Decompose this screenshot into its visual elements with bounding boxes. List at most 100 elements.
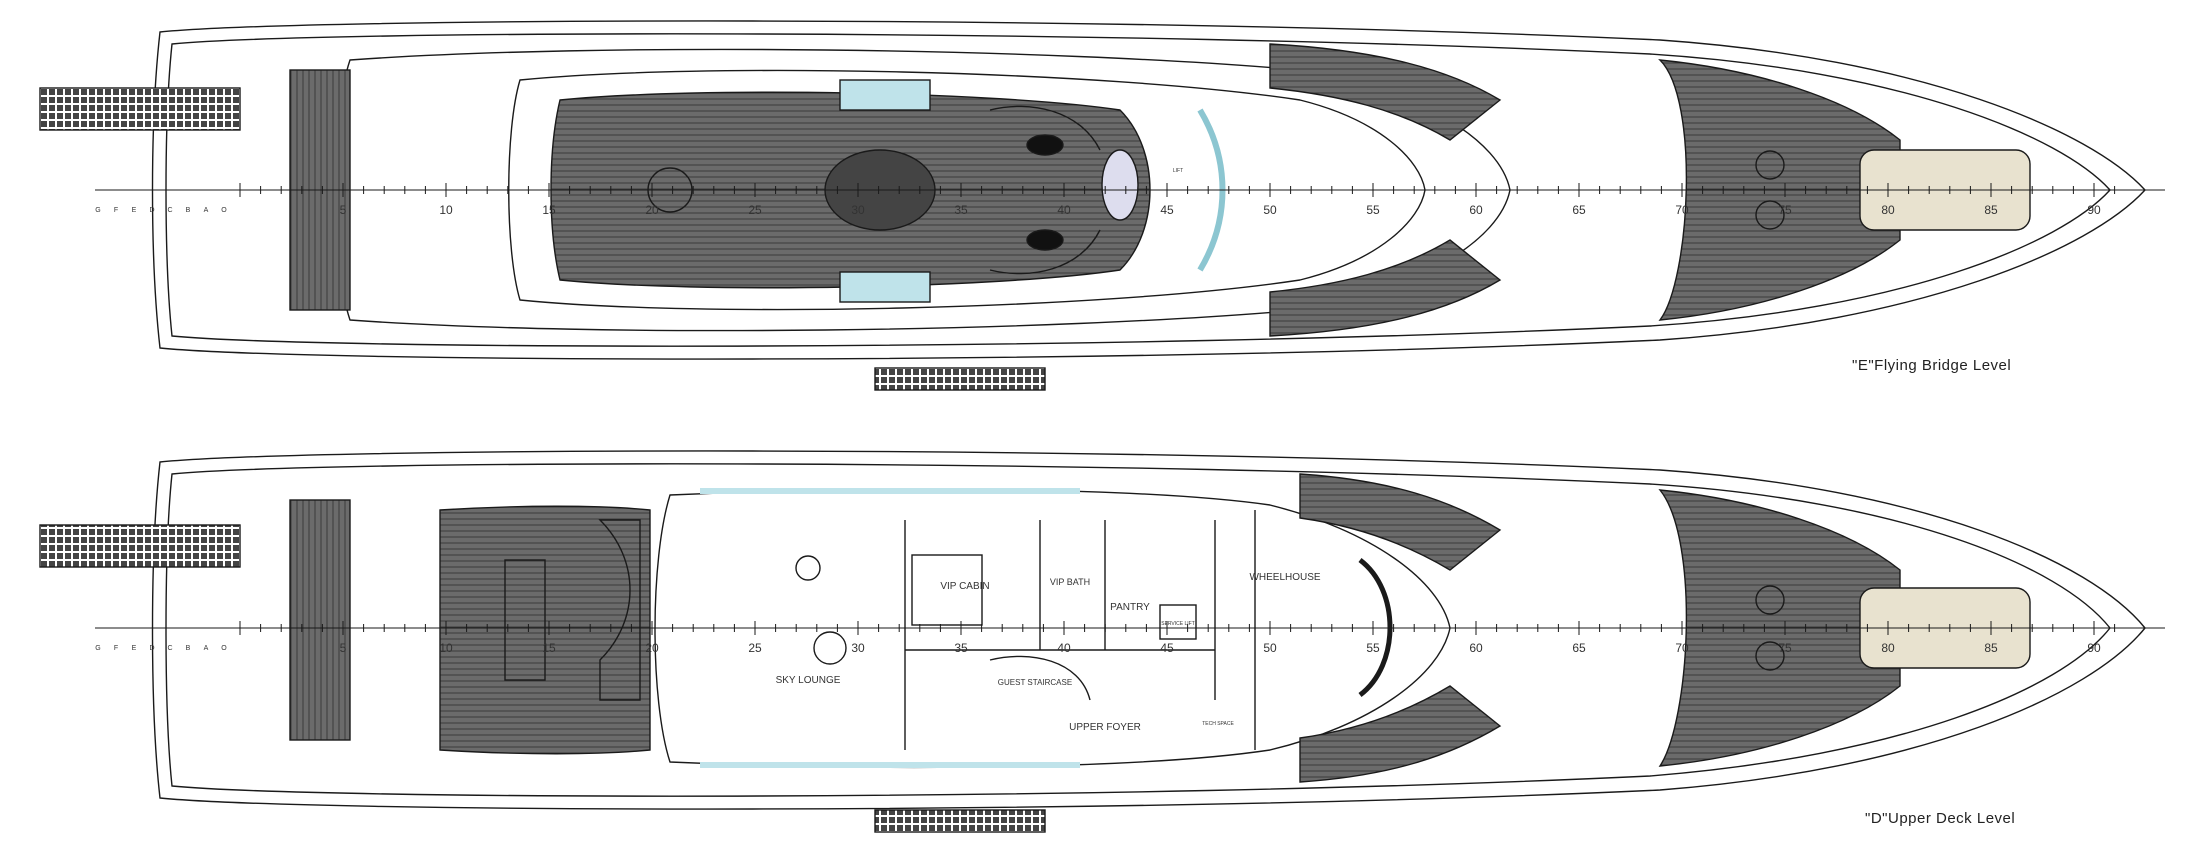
aft-station-label: C xyxy=(167,645,172,652)
frame-station-label: 25 xyxy=(748,641,762,655)
frame-station-label: 5 xyxy=(340,641,347,655)
aft-station-label: O xyxy=(221,207,227,214)
frame-station-label: 70 xyxy=(1675,641,1689,655)
frame-station-label: 30 xyxy=(851,203,865,217)
aft-stair-teak xyxy=(598,519,641,701)
foredeck-teak-port xyxy=(1299,473,1502,571)
frame-station-label: 20 xyxy=(645,203,659,217)
sundeck-outline xyxy=(508,69,1426,311)
aft-station-label: E xyxy=(132,645,137,652)
frame-station-label: 55 xyxy=(1366,641,1380,655)
frame-station-label: 35 xyxy=(954,203,968,217)
frame-station-label: 85 xyxy=(1984,203,1998,217)
glass-panel-port xyxy=(839,79,931,111)
frame-station-label: 80 xyxy=(1881,641,1895,655)
room-label-vip-cabin: VIP CABIN xyxy=(940,581,989,592)
frame-station-label: 30 xyxy=(851,641,865,655)
flying-bridge-level-plan: G F E D C B A O 5 10 15 20 25 30 35 40 45 50 55 60 65 70 75 80 8… xyxy=(39,20,2165,391)
foredeck-teak-port xyxy=(1269,43,1502,141)
frame-station-label: 90 xyxy=(2087,203,2101,217)
hull-outline xyxy=(151,450,2146,810)
aft-gangway xyxy=(39,524,241,568)
frame-ticks: G F E D C B A O 5 10 15 20 25 30 35 40 45 50 55 60 65 70 75 80 8… xyxy=(95,183,2116,217)
curved-sofa-stbd xyxy=(989,229,1101,275)
frame-station-label: 50 xyxy=(1263,203,1277,217)
aft-station-label: A xyxy=(204,207,209,214)
vip-bed xyxy=(911,554,983,626)
frame-station-label: 55 xyxy=(1366,203,1380,217)
frame-station-label: 20 xyxy=(645,641,659,655)
superstructure-outline xyxy=(654,488,1451,769)
windlass-port xyxy=(1755,585,1785,615)
service-lift xyxy=(1159,604,1197,640)
aft-teak-deck xyxy=(289,499,351,741)
frame-station-label: 65 xyxy=(1572,203,1586,217)
frame-station-label: 80 xyxy=(1881,203,1895,217)
frame-station-label: 25 xyxy=(748,203,762,217)
lounge-coffee-table xyxy=(795,555,821,581)
aft-station-label: E xyxy=(132,207,137,214)
side-boarding-ladder xyxy=(874,809,1046,833)
windlass-stbd xyxy=(1755,641,1785,671)
aft-station-label: D xyxy=(149,207,154,214)
frame-station-label: 40 xyxy=(1057,203,1071,217)
frame-station-label: 10 xyxy=(439,203,453,217)
foredeck-teak-stbd xyxy=(1269,239,1502,337)
glass-wall-port xyxy=(700,488,1080,494)
frame-station-label: 75 xyxy=(1778,641,1792,655)
room-label-service-lift: SERVICE LIFT xyxy=(1161,621,1195,627)
aft-station-label: G xyxy=(95,207,100,214)
jacuzzi xyxy=(1101,149,1139,221)
side-boarding-ladder xyxy=(874,367,1046,391)
frame-station-label: 70 xyxy=(1675,203,1689,217)
windlass-stbd xyxy=(1755,200,1785,230)
frame-station-label: 50 xyxy=(1263,641,1277,655)
frame-station-label: 85 xyxy=(1984,641,1998,655)
aft-station-label: B xyxy=(186,645,191,652)
frame-station-label: 75 xyxy=(1778,203,1792,217)
frame-station-label: 90 xyxy=(2087,641,2101,655)
aft-station-label: C xyxy=(167,207,172,214)
frame-station-label: 60 xyxy=(1469,203,1483,217)
aft-station-label: F xyxy=(114,645,118,652)
foredeck-teak-stbd xyxy=(1299,685,1502,783)
glass-wall-stbd xyxy=(700,762,1080,768)
room-label-vip-bath: VIP BATH xyxy=(1050,577,1090,587)
aft-station-label: G xyxy=(95,645,100,652)
aft-station-label: F xyxy=(114,207,118,214)
curved-sofa-port xyxy=(989,105,1101,151)
aft-station-label: D xyxy=(149,645,154,652)
room-label-sky-lounge: SKY LOUNGE xyxy=(776,675,841,686)
flying-bridge-level-title: "E"Flying Bridge Level xyxy=(1852,357,2012,374)
aft-seating-grid xyxy=(504,559,546,681)
aft-station-label: O xyxy=(221,645,227,652)
port-table xyxy=(1026,134,1064,156)
frame-station-label: 15 xyxy=(542,203,556,217)
room-label-guest-staircase: GUEST STAIRCASE xyxy=(998,678,1072,687)
room-label-tech-space: TECH SPACE xyxy=(1202,721,1234,727)
hull-inner-line xyxy=(165,463,2111,797)
frame-station-label: 60 xyxy=(1469,641,1483,655)
hull-outline xyxy=(151,20,2146,360)
frame-station-label: 45 xyxy=(1160,641,1174,655)
frame-station-label: 10 xyxy=(439,641,453,655)
hull-inner-line xyxy=(165,33,2111,347)
frame-station-label: 40 xyxy=(1057,641,1071,655)
upper-deck-level-title: "D"Upper Deck Level xyxy=(1865,810,2016,827)
frame-station-label: 5 xyxy=(340,203,347,217)
aft-gangway xyxy=(39,87,241,131)
frame-station-label: 45 xyxy=(1160,203,1174,217)
frame-station-label: 15 xyxy=(542,641,556,655)
stbd-table xyxy=(1026,229,1064,251)
glass-panel-stbd xyxy=(839,271,931,303)
room-label-wheelhouse: WHEELHOUSE xyxy=(1249,572,1320,583)
guest-staircase xyxy=(989,655,1091,701)
aft-station-label: B xyxy=(186,207,191,214)
windlass-port xyxy=(1755,150,1785,180)
frame-station-label: 65 xyxy=(1572,641,1586,655)
aft-station-label: A xyxy=(204,645,209,652)
